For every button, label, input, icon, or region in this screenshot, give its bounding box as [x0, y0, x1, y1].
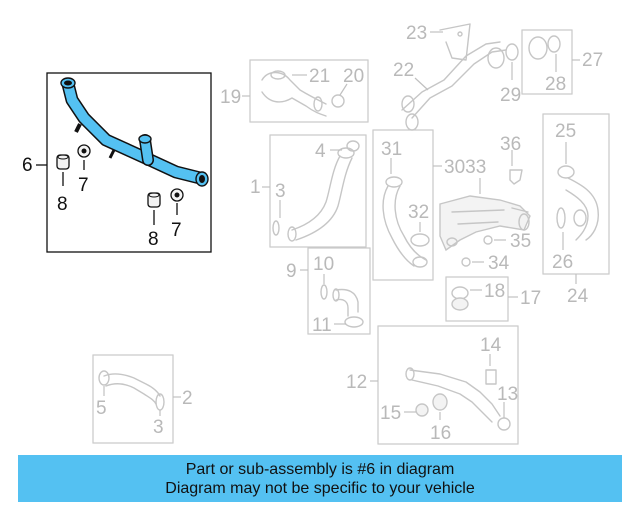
callout-25[interactable]: 25: [555, 121, 576, 142]
callout-7a[interactable]: 7: [78, 175, 89, 196]
callout-5[interactable]: 5: [96, 398, 107, 419]
callout-21[interactable]: 21: [309, 66, 330, 87]
part-group-1-4[interactable]: [262, 134, 367, 248]
callout-3033[interactable]: 3033: [444, 157, 486, 178]
callout-28[interactable]: 28: [545, 74, 566, 95]
clip-part-icon: [170, 188, 184, 202]
callout-20[interactable]: 20: [343, 66, 364, 87]
callout-15[interactable]: 15: [380, 403, 401, 424]
grommet-part-icon: [147, 192, 161, 208]
callout-3[interactable]: 3: [275, 181, 286, 202]
callout-27[interactable]: 27: [582, 50, 603, 71]
part-group-12-16[interactable]: [370, 325, 519, 445]
callout-16[interactable]: 16: [430, 423, 451, 444]
callout-8a[interactable]: 8: [57, 194, 68, 215]
callout-26[interactable]: 26: [552, 252, 573, 273]
callout-8b[interactable]: 8: [148, 229, 159, 250]
callout-29[interactable]: 29: [500, 85, 521, 106]
callout-17[interactable]: 17: [520, 288, 541, 309]
callout-7b[interactable]: 7: [171, 220, 182, 241]
callout-34[interactable]: 34: [488, 253, 510, 274]
part-group-33-36[interactable]: [439, 150, 531, 267]
callout-14[interactable]: 14: [480, 335, 502, 356]
callout-19[interactable]: 19: [220, 87, 241, 108]
callout-18[interactable]: 18: [484, 281, 505, 302]
callout-4[interactable]: 4: [315, 141, 326, 162]
part-group-19-21[interactable]: [242, 59, 369, 123]
part-group-24-26[interactable]: [542, 113, 610, 284]
callout-36[interactable]: 36: [500, 134, 521, 155]
grommet-part-icon: [56, 154, 70, 170]
part-info-banner: Part or sub-assembly is #6 in diagram Di…: [18, 455, 622, 502]
part-group-30-33[interactable]: [372, 129, 442, 281]
callout-2[interactable]: 2: [182, 388, 193, 409]
callout-13[interactable]: 13: [497, 384, 518, 405]
callout-23[interactable]: 23: [406, 23, 427, 44]
part-group-22-23[interactable]: [401, 23, 519, 131]
callout-35[interactable]: 35: [510, 231, 531, 252]
part-group-17-18[interactable]: [445, 276, 518, 322]
callout-12[interactable]: 12: [346, 372, 367, 393]
callout-3b[interactable]: 3: [153, 417, 164, 438]
banner-line-2: Diagram may not be specific to your vehi…: [165, 479, 475, 497]
callout-1[interactable]: 1: [250, 177, 261, 198]
highlighted-part-group-6[interactable]: [36, 72, 212, 253]
clip-part-icon: [77, 144, 91, 158]
callout-24[interactable]: 24: [567, 286, 589, 307]
part-group-9-11[interactable]: [300, 247, 371, 335]
callout-11[interactable]: 11: [312, 315, 332, 336]
callout-9[interactable]: 9: [286, 261, 297, 282]
callout-10[interactable]: 10: [313, 254, 334, 275]
callout-31[interactable]: 31: [381, 139, 402, 160]
banner-line-1: Part or sub-assembly is #6 in diagram: [185, 460, 455, 478]
callout-32[interactable]: 32: [408, 202, 429, 223]
callout-22[interactable]: 22: [393, 60, 414, 81]
part-group-27-28[interactable]: [521, 29, 580, 95]
part-group-2-5[interactable]: [92, 354, 181, 444]
callout-6[interactable]: 6: [22, 155, 33, 176]
